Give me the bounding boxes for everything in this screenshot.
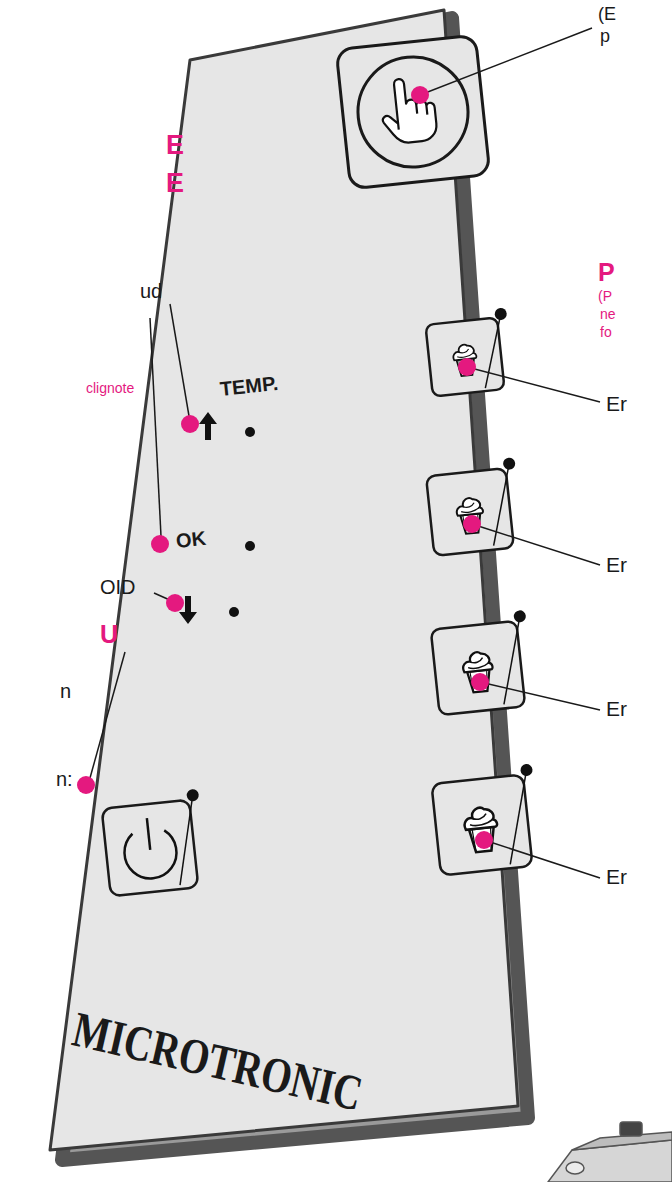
- callout-dots: [77, 86, 493, 849]
- heading-fragment: E: [166, 130, 184, 161]
- panel-label: OK: [175, 527, 207, 553]
- leader-lines: [90, 28, 600, 878]
- callout-text: Er: [606, 865, 627, 889]
- heading-fragment: (E: [598, 4, 616, 25]
- text-fragment: n:: [56, 768, 73, 791]
- heading-fragment: E: [166, 168, 184, 199]
- text-fragment: (P: [598, 288, 612, 304]
- portion-buttons: [424, 307, 542, 875]
- callout-text: Er: [606, 697, 627, 721]
- text-fragment: fo: [600, 324, 612, 340]
- temperature-indicators: [179, 412, 255, 624]
- text-fragment: ud: [140, 280, 162, 303]
- callout-text: Er: [606, 553, 627, 577]
- text-fragment: OID: [100, 576, 136, 599]
- power-button: [101, 789, 209, 897]
- heading-fragment: P: [598, 258, 615, 287]
- heading-fragment: U: [100, 620, 118, 649]
- text-fragment: ne: [600, 306, 616, 322]
- text-fragment: p: [600, 26, 610, 47]
- control-panel: [50, 10, 528, 1160]
- push-button: [336, 35, 490, 189]
- text-fragment: n: [60, 680, 71, 703]
- machine-illustration: [548, 1122, 672, 1182]
- note-text: clignote: [86, 380, 134, 396]
- callout-text: Er: [606, 392, 627, 416]
